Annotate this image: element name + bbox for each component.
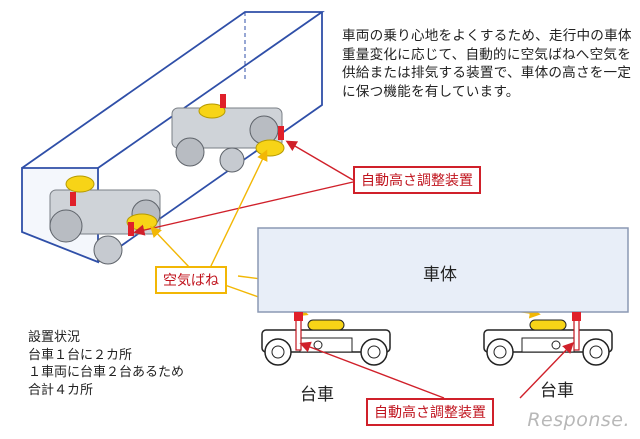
bogie-3d-front (49, 175, 161, 265)
air-spring-3d-b (255, 139, 285, 157)
installation-notes: 設置状況 台車１台に２カ所 １車両に台車２台あるため 合計４カ所 (28, 329, 184, 399)
bogie-label-right: 台車 (540, 381, 574, 401)
installation-line-2: １車両に台車２台あるため (28, 365, 185, 380)
callout-leveling-valve-top: 自動高さ調整装置 (353, 166, 481, 194)
valve-3d-a (220, 94, 226, 108)
installation-title: 設置状況 (28, 330, 81, 345)
red-leaders-bottom (299, 341, 574, 399)
car-body-label: 車体 (423, 265, 457, 285)
valve-3d-d (128, 222, 134, 236)
air-spring-side-right (529, 319, 567, 331)
bogie-side-right (483, 312, 613, 366)
valve-3d-b (278, 126, 284, 140)
air-spring-3d-a (198, 103, 226, 119)
bogie-3d-rear (171, 94, 285, 173)
description-text: 車両の乗り心地をよくするため、走行中の車体重量変化に応じて、自動的に空気ばねへ空… (342, 28, 632, 100)
callout-leveling-valve-bottom: 自動高さ調整装置 (366, 398, 494, 426)
air-spring-side-left (307, 319, 345, 331)
air-spring-3d-c (65, 175, 95, 193)
installation-line-1: 台車１台に２カ所 (28, 347, 133, 363)
car-body-side-view (257, 227, 629, 313)
bogie-side-left (261, 312, 391, 366)
red-leaders-top (133, 140, 354, 236)
installation-line-3: 合計４カ所 (28, 382, 94, 398)
valve-rod-right (573, 315, 580, 351)
valve-side-left (294, 312, 303, 321)
valve-rod-left (295, 315, 302, 351)
valve-side-right (572, 312, 581, 321)
bogie-label-left: 台車 (300, 385, 334, 405)
callout-air-spring: 空気ばね (155, 266, 227, 294)
watermark-logo: Response. (527, 409, 630, 431)
valve-3d-c (70, 192, 76, 206)
